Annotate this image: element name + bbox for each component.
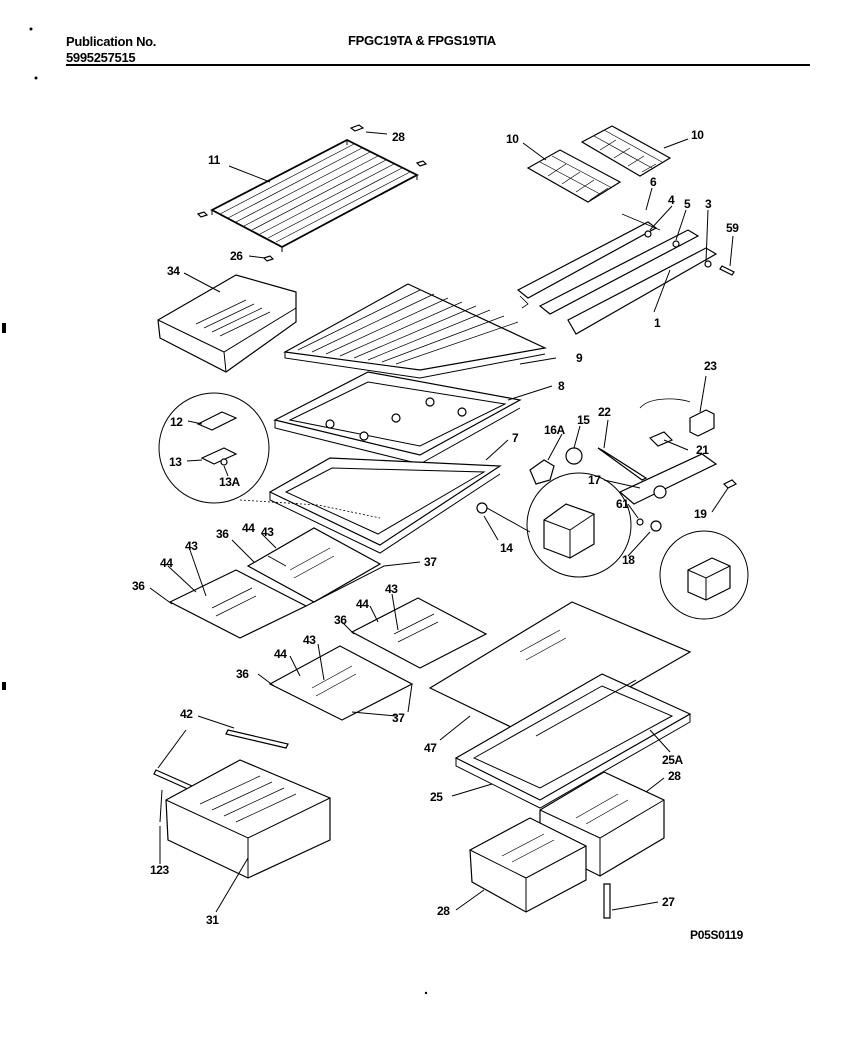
callout-37-lower: 37 [392, 711, 405, 725]
callout-14: 14 [500, 541, 513, 555]
callout-43-lower: 43 [303, 633, 316, 647]
callout-23: 23 [704, 359, 717, 373]
lamp-socket-and-bulb [529, 447, 583, 485]
ice-tray-right [580, 125, 672, 177]
callout-43-middle: 43 [385, 582, 398, 596]
leader-lines [149, 131, 734, 913]
callout-1: 1 [654, 316, 661, 330]
callout-28-right-drawer: 28 [668, 769, 681, 783]
drawer-screw [603, 883, 611, 919]
freezer-shelf-cover [283, 283, 547, 379]
light-housing-parts [597, 398, 738, 532]
callout-44-middle: 44 [356, 597, 369, 611]
callout-8: 8 [558, 379, 565, 393]
callout-61: 61 [616, 497, 629, 511]
callout-labels: 28 11 26 34 10 10 6 4 5 3 59 1 9 8 23 22… [132, 128, 740, 927]
callout-17: 17 [588, 473, 601, 487]
bottom-frame [268, 457, 502, 554]
callout-44-lower: 44 [274, 647, 287, 661]
callout-36-upper-right: 36 [216, 527, 229, 541]
callout-28-left-drawer: 28 [437, 904, 450, 918]
crisper-cover-glass [428, 601, 692, 741]
scan-specks [2, 27, 428, 995]
crisper-cover-frame [454, 673, 692, 809]
publication-label: Publication No. [66, 34, 157, 49]
switch-detail [659, 530, 749, 620]
shelf-support-clips [196, 124, 428, 262]
callout-42: 42 [180, 707, 193, 721]
detail-circle-controls [158, 392, 381, 519]
callout-19: 19 [694, 507, 707, 521]
shelf-frame [273, 371, 522, 465]
wire-shelf [210, 138, 419, 252]
damper-detail [476, 472, 632, 578]
callout-43-upper-right: 43 [261, 525, 274, 539]
callout-18: 18 [622, 553, 635, 567]
callout-7: 7 [512, 431, 519, 445]
ice-tray-left [526, 149, 622, 203]
model-title: FPGC19TA & FPGS19TIA [348, 33, 496, 48]
callout-36-middle: 36 [334, 613, 347, 627]
ice-tray-support-rails [516, 213, 735, 335]
callout-10-left: 10 [506, 132, 519, 146]
callout-21: 21 [696, 443, 709, 457]
callout-12: 12 [170, 415, 183, 429]
callout-59: 59 [726, 221, 739, 235]
callout-11: 11 [208, 153, 221, 167]
callout-44-upper-left: 44 [160, 556, 173, 570]
diagram-code: P05S0119 [690, 928, 743, 942]
callout-3: 3 [705, 197, 712, 211]
callout-27: 27 [662, 895, 675, 909]
callout-36-lower: 36 [236, 667, 249, 681]
callout-44-upper-right: 44 [242, 521, 255, 535]
callout-28: 28 [392, 130, 405, 144]
callout-22: 22 [598, 405, 611, 419]
glass-shelf-lower [268, 645, 414, 721]
header-rule [66, 64, 810, 66]
callout-10-right: 10 [691, 128, 704, 142]
callout-43-upper-left: 43 [185, 539, 198, 553]
callout-37-upper: 37 [424, 555, 437, 569]
callout-47: 47 [424, 741, 437, 755]
callout-25A: 25A [662, 753, 684, 767]
glass-shelf-upper-right [246, 527, 382, 603]
glass-shelf-middle [350, 597, 488, 669]
callout-34: 34 [167, 264, 180, 278]
deli-drawer-assembly [153, 729, 331, 879]
meat-keeper-pan [157, 274, 297, 373]
crisper-drawer-left [469, 817, 587, 913]
publication-number: 5995257515 [66, 50, 136, 65]
callout-6: 6 [650, 175, 657, 189]
callout-13A: 13A [219, 475, 241, 489]
callout-5: 5 [684, 197, 691, 211]
callout-25: 25 [430, 790, 443, 804]
callout-9: 9 [576, 351, 583, 365]
callout-13: 13 [169, 455, 182, 469]
callout-15: 15 [577, 413, 590, 427]
callout-26: 26 [230, 249, 243, 263]
callout-16A: 16A [544, 423, 566, 437]
callout-36-upper-left: 36 [132, 579, 145, 593]
callout-31: 31 [206, 913, 219, 927]
callout-4: 4 [668, 193, 675, 207]
callout-123: 123 [150, 863, 170, 877]
